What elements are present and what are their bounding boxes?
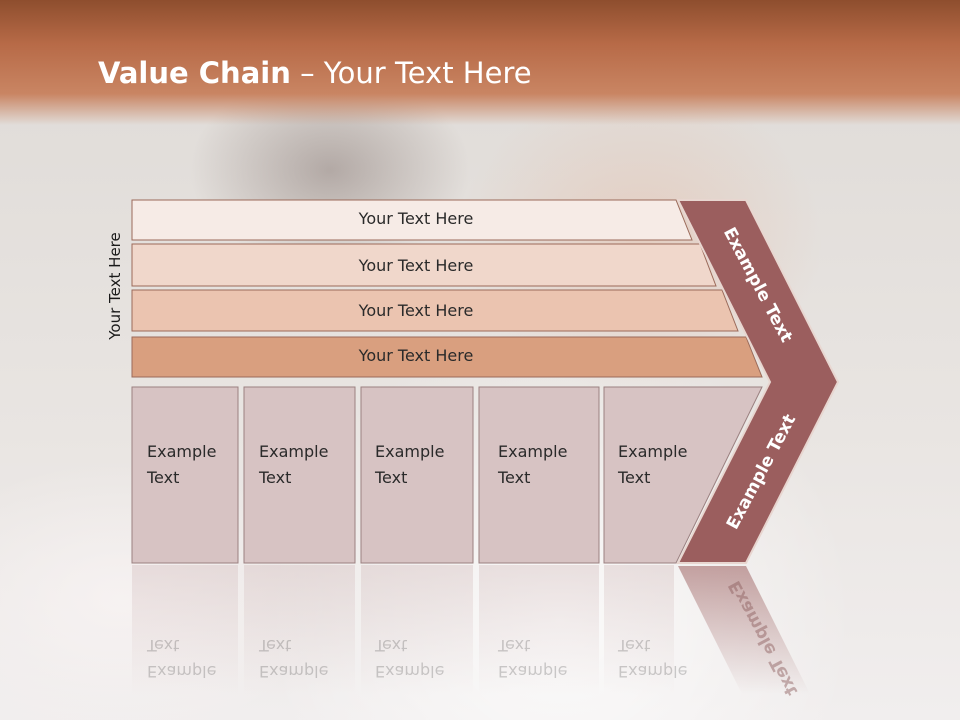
bar-2 [131,243,717,287]
column-2-line2: Text [259,468,292,487]
column-5-refl-line2: Text [618,636,651,655]
title-bold: Value Chain [98,56,291,90]
bar-3-label: Your Text Here [358,301,474,320]
column-2-refl-line2: Text [259,636,292,655]
slide-title: Value Chain – Your Text Here [98,56,532,90]
column-1-label-reflection: Example Text [147,632,216,684]
column-1-line1: Example [147,442,217,461]
column-4-reflection [479,565,599,695]
column-2-line1: Example [259,442,329,461]
column-2-reflection [244,565,355,695]
chevron-reflection [678,566,810,694]
column-5-refl-line1: Example [618,662,688,681]
column-3-reflection [361,565,473,695]
chevron-arrow [676,199,840,564]
column-1-line2: Text [147,468,180,487]
column-5 [603,386,763,564]
bar-2-label: Your Text Here [358,256,474,275]
column-3 [360,386,474,564]
bar-4-label: Your Text Here [358,346,474,365]
column-5-label-reflection: Example Text [618,632,687,684]
bar-4 [131,336,763,378]
column-5-line1: Example [618,442,688,461]
column-1 [131,386,239,564]
column-4-label-reflection: Example Text [498,632,567,684]
column-4-refl-line2: Text [498,636,531,655]
column-4 [478,386,600,564]
column-3-line2: Text [375,468,408,487]
header-band [0,0,960,125]
column-1-refl-line1: Example [147,662,217,681]
column-5-line2: Text [618,468,651,487]
column-5-reflection [604,565,674,695]
column-1-reflection [132,565,238,695]
bar-3 [131,289,739,332]
bar-1 [131,199,693,241]
column-2 [243,386,356,564]
column-3-refl-line2: Text [375,636,408,655]
column-4-line2: Text [498,468,531,487]
column-2-refl-line1: Example [259,662,329,681]
column-3-line1: Example [375,442,445,461]
column-4-refl-line1: Example [498,662,568,681]
bar-1-label: Your Text Here [358,209,474,228]
column-1-refl-line2: Text [147,636,180,655]
column-4-line1: Example [498,442,568,461]
column-2-label-reflection: Example Text [259,632,328,684]
column-3-refl-line1: Example [375,662,445,681]
column-3-label-reflection: Example Text [375,632,444,684]
title-rest: – Your Text Here [290,56,532,90]
